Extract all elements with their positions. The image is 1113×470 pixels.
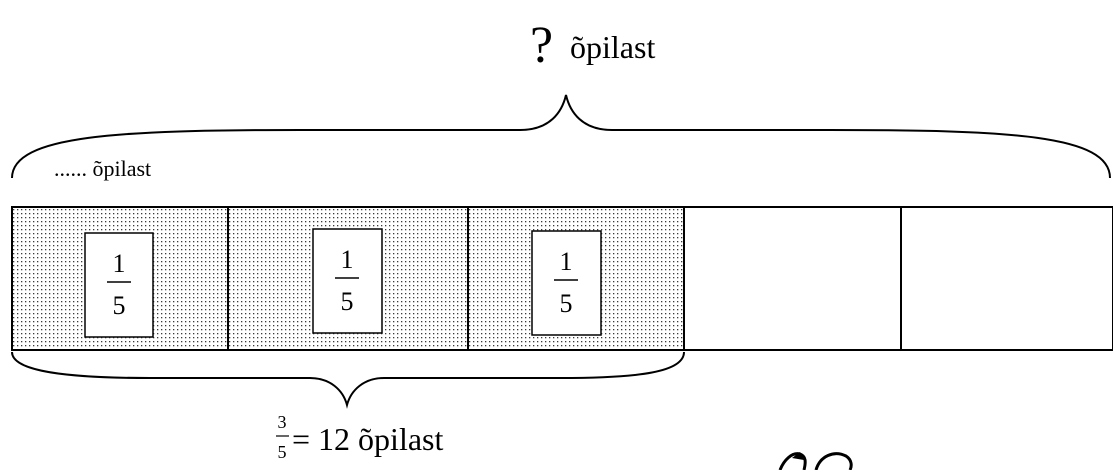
top-unit-label: õpilast: [570, 29, 655, 65]
fraction-label-3: 1 5: [531, 230, 602, 336]
fraction-1-numerator: 1: [113, 249, 126, 278]
fraction-label-1: 1 5: [84, 232, 154, 338]
bottom-equation-text: = 12 õpilast: [292, 421, 443, 457]
fraction-2-denominator: 5: [341, 287, 354, 316]
bottom-equation: 3 5 = 12 õpilast: [276, 412, 443, 462]
bottom-fraction-numerator: 3: [278, 412, 287, 432]
fraction-1-denominator: 5: [113, 291, 126, 320]
question-mark: ?: [530, 17, 553, 74]
upper-brace-label: ...... õpilast: [54, 156, 151, 181]
lower-brace: [11, 351, 685, 409]
fraction-3-numerator: 1: [560, 247, 573, 276]
bottom-fraction-denominator: 5: [278, 442, 287, 462]
fraction-3-denominator: 5: [560, 289, 573, 318]
upper-brace: [11, 94, 1111, 179]
bar-segment-4: [683, 206, 902, 351]
fraction-label-2: 1 5: [312, 228, 383, 334]
fraction-2-numerator: 1: [341, 245, 354, 274]
cropped-clipart-icon: [778, 452, 853, 470]
bar-segment-5: [900, 206, 1113, 351]
